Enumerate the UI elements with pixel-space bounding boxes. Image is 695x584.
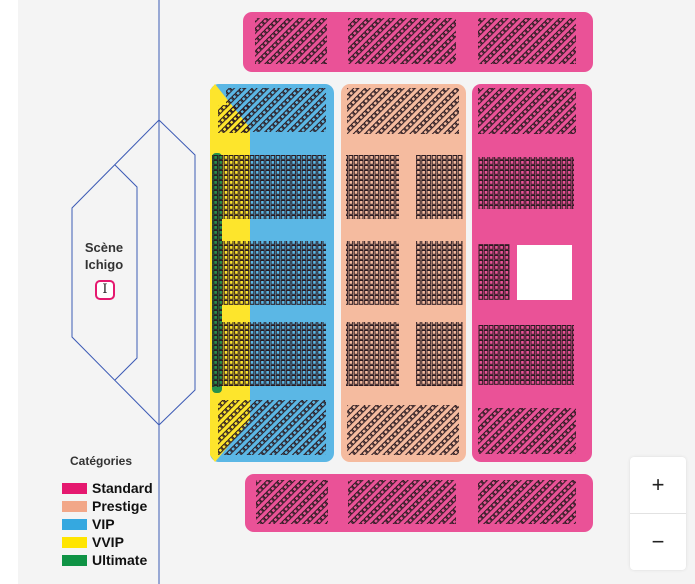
legend-label: VIP <box>92 516 115 532</box>
categories-legend: Catégories Standard Prestige VIP VVIP Ul… <box>62 454 153 569</box>
legend-label: Standard <box>92 480 153 496</box>
stage-name-line2: Ichigo <box>84 257 124 272</box>
swatch <box>62 482 87 494</box>
legend-item-ultimate: Ultimate <box>62 551 153 569</box>
zoom-controls: + − <box>630 457 686 570</box>
stage-name-line1: Scène <box>84 240 124 255</box>
legend-item-prestige: Prestige <box>62 497 153 515</box>
stage-label: Scène Ichigo <box>74 239 134 273</box>
legend-title: Catégories <box>70 454 133 468</box>
blocked-area <box>517 245 572 300</box>
section-bottom-standard[interactable] <box>245 474 593 532</box>
swatch <box>62 536 87 548</box>
legend-label: VVIP <box>92 534 124 550</box>
zoom-out-button[interactable]: − <box>651 529 665 554</box>
swatch <box>62 554 87 566</box>
section-vip[interactable] <box>210 84 334 462</box>
stage-outline <box>71 0 196 584</box>
seating-plan[interactable] <box>18 0 695 584</box>
section-top-standard[interactable] <box>243 12 593 72</box>
legend-item-vvip: VVIP <box>62 533 153 551</box>
zoom-in-button[interactable]: + <box>630 457 686 514</box>
legend-label: Ultimate <box>92 552 148 568</box>
legend-label: Prestige <box>92 498 148 514</box>
section-right-standard[interactable] <box>472 84 592 462</box>
swatch <box>62 500 87 512</box>
venue-map[interactable] <box>18 0 695 584</box>
legend-item-standard: Standard <box>62 479 153 497</box>
legend-item-vip: VIP <box>62 515 153 533</box>
section-prestige[interactable] <box>341 84 466 462</box>
stage-badge[interactable]: I <box>95 280 115 300</box>
swatch <box>62 518 87 530</box>
